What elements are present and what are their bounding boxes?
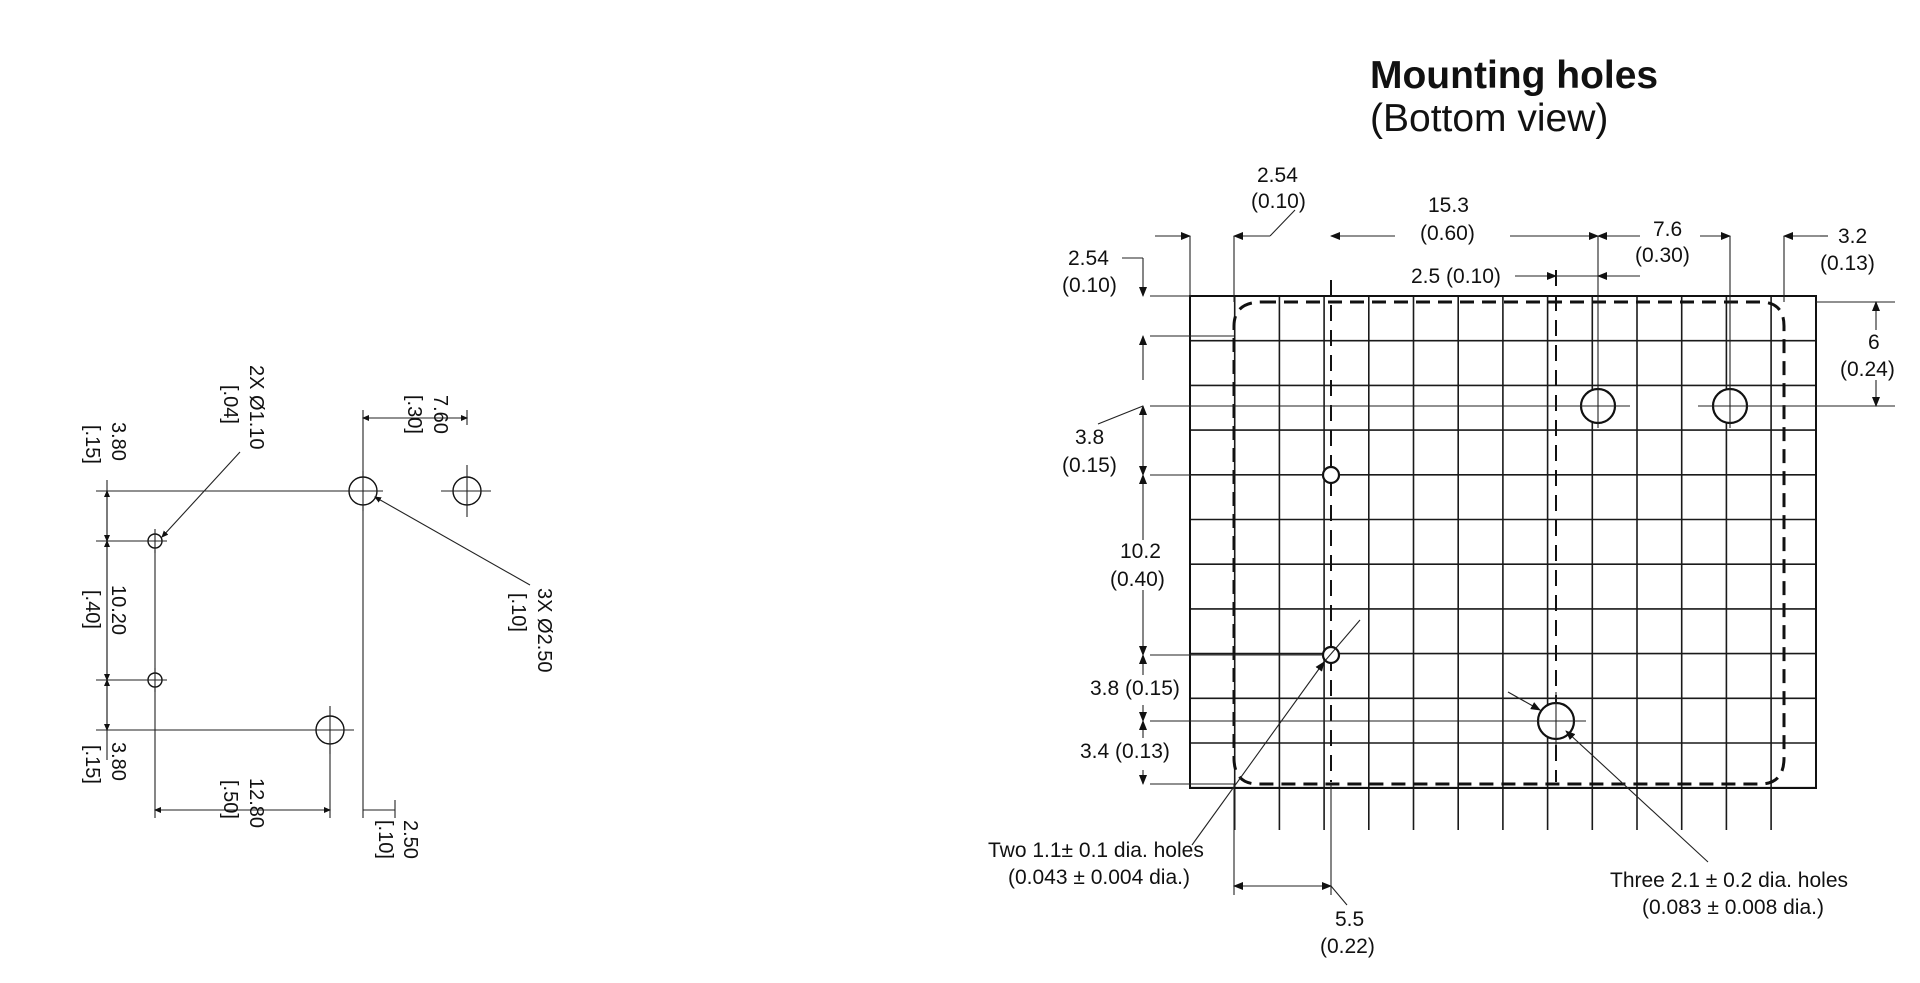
left-label-10-20-inch: [.40] [81,590,103,629]
left-label-7-60-inch: [.30] [403,395,425,434]
left-label-10-20: 10.20 [107,585,129,635]
dim-10-2: 10.2 [1120,540,1161,563]
left-label-12-80: 12.80 [245,778,267,828]
left-footprint-drawing: 2X Ø1.10 [.04] 7.60 [.30] 3.80 [.15] 10.… [81,365,555,859]
note-small-holes: Two 1.1± 0.1 dia. holes [988,839,1204,862]
left-label-3x-holes-inch: [.10] [507,593,529,632]
dim-2-54-top-inch: (0.10) [1251,190,1306,213]
left-label-3x-holes: 3X Ø2.50 [533,588,555,673]
grid [1190,296,1816,830]
dim-5-5-inch: (0.22) [1320,935,1375,958]
left-label-2-50: 2.50 [399,820,421,859]
diagram-title: Mounting holes [1370,54,1658,97]
dim-15-3: 15.3 [1428,194,1469,217]
dim-7-6-inch: (0.30) [1635,244,1690,267]
dim-5-5: 5.5 [1335,908,1364,931]
dim-2-5: 2.5 (0.10) [1411,265,1501,288]
dim-3-2-inch: (0.13) [1820,252,1875,275]
dim-7-6: 7.6 [1653,218,1682,241]
dim-3-8-top-inch: (0.15) [1062,454,1117,477]
diagram-subtitle: (Bottom view) [1370,97,1608,140]
dim-3-8-top: 3.8 [1075,426,1104,449]
left-label-3-80-bottom-inch: [.15] [81,745,103,784]
dim-3-8-bottom: 3.8 (0.15) [1090,677,1180,700]
left-label-2-50-inch: [.10] [374,820,396,859]
small-hole-1 [1321,465,1341,485]
left-label-12-80-inch: [.50] [219,780,241,819]
dim-3-4: 3.4 (0.13) [1080,740,1170,763]
left-label-3-80-bottom: 3.80 [107,742,129,781]
left-label-3-80-top-inch: [.15] [81,425,103,464]
left-label-7-60: 7.60 [429,395,451,434]
note-large-holes-inch: (0.083 ± 0.008 dia.) [1642,896,1824,919]
dim-10-2-inch: (0.40) [1110,568,1165,591]
dim-2-54-top: 2.54 [1257,164,1298,187]
dim-3-2: 3.2 [1838,225,1867,248]
dim-15-3-inch: (0.60) [1420,222,1475,245]
left-label-2x-holes-inch: [.04] [219,385,241,424]
left-label-2x-holes: 2X Ø1.10 [245,365,267,450]
note-large-holes: Three 2.1 ± 0.2 dia. holes [1610,869,1848,892]
dim-2-54-left: 2.54 [1068,247,1109,270]
dim-6: 6 [1868,331,1880,354]
right-mounting-holes-drawing: Mounting holes (Bottom view) [988,54,1895,958]
dim-2-54-left-inch: (0.10) [1062,274,1117,297]
note-small-holes-inch: (0.043 ± 0.004 dia.) [1008,866,1190,889]
dim-6-inch: (0.24) [1840,358,1895,381]
left-label-3-80-top: 3.80 [107,422,129,461]
